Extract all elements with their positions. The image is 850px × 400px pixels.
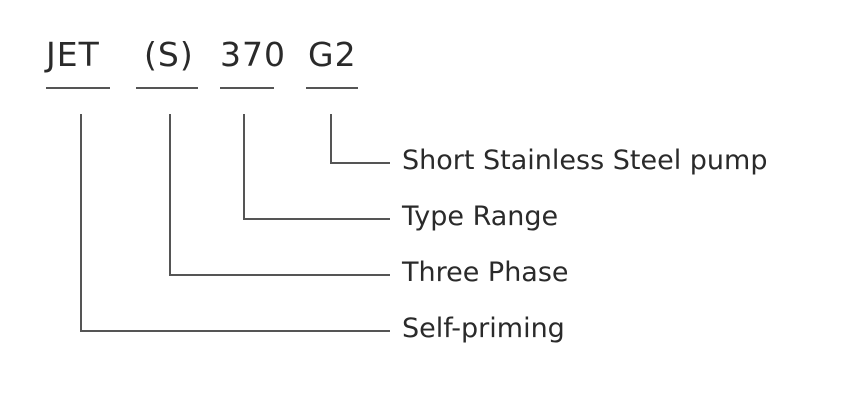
connector-jet-horizontal <box>80 330 390 332</box>
code-part-g2: G2 <box>308 35 357 74</box>
label-short-stainless-steel-pump: Short Stainless Steel pump <box>402 145 768 176</box>
underline-g2 <box>306 87 358 89</box>
connector-370-horizontal <box>243 218 390 220</box>
label-three-phase: Three Phase <box>402 257 569 288</box>
connector-s-vertical <box>169 114 171 275</box>
connector-g2-horizontal <box>330 162 390 164</box>
connector-g2-vertical <box>330 114 332 163</box>
code-part-jet: JET <box>46 35 100 74</box>
code-part-s: (S) <box>144 35 194 74</box>
connector-jet-vertical <box>80 114 82 331</box>
underline-jet <box>46 87 110 89</box>
label-type-range: Type Range <box>402 201 559 232</box>
connector-370-vertical <box>243 114 245 219</box>
underline-370 <box>220 87 274 89</box>
underline-s <box>136 87 198 89</box>
code-part-370: 370 <box>220 35 286 74</box>
connector-s-horizontal <box>169 274 390 276</box>
label-self-priming: Self-priming <box>402 313 565 344</box>
